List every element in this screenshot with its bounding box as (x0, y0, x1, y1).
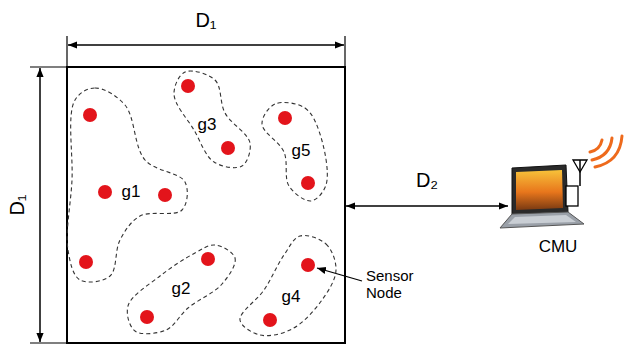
laptop-icon (500, 165, 584, 228)
dimension-tick (30, 342, 67, 343)
device-label: CMU (539, 238, 578, 257)
sensor-node (221, 141, 235, 155)
sensor-node (301, 176, 315, 190)
leader-arrow (317, 268, 362, 281)
dimension-arrow (346, 205, 508, 207)
group-label: g3 (198, 116, 217, 133)
group-label: g5 (292, 142, 311, 159)
dimension-label: D₂ (416, 169, 438, 191)
dimension-tick (66, 36, 67, 67)
antenna-icon (566, 160, 587, 206)
sensor-node (278, 111, 292, 125)
radio-waves (590, 136, 622, 167)
sensor-node (158, 188, 172, 202)
dimension-tick (30, 66, 67, 67)
sensor-node (98, 185, 112, 199)
group-outline-shape (234, 230, 342, 341)
group-label: g2 (172, 280, 191, 297)
dimension-arrow (68, 44, 344, 46)
callout-label: Sensor Node (366, 268, 428, 301)
group-outline: g4 (234, 230, 342, 341)
group-outline: g5 (256, 98, 332, 207)
sensor-node (201, 252, 215, 266)
dimension-tick (344, 36, 345, 67)
group-outline: g1 (62, 82, 191, 286)
group-outline: g3 (168, 66, 256, 172)
dimension-label: D₁ (195, 9, 216, 31)
sensor-node (83, 108, 97, 122)
sensor-dots (79, 79, 315, 327)
group-outline: g2 (122, 239, 241, 337)
dimension-label: D₁ (6, 194, 28, 215)
sensor-node (263, 313, 277, 327)
field-square (67, 67, 345, 343)
group-label: g4 (282, 288, 301, 305)
sensor-node (181, 79, 195, 93)
group-label: g1 (122, 183, 141, 200)
sensor-node (301, 258, 315, 272)
dimension-arrow (39, 68, 41, 342)
sensor-node (79, 255, 93, 269)
sensor-node (140, 310, 154, 324)
